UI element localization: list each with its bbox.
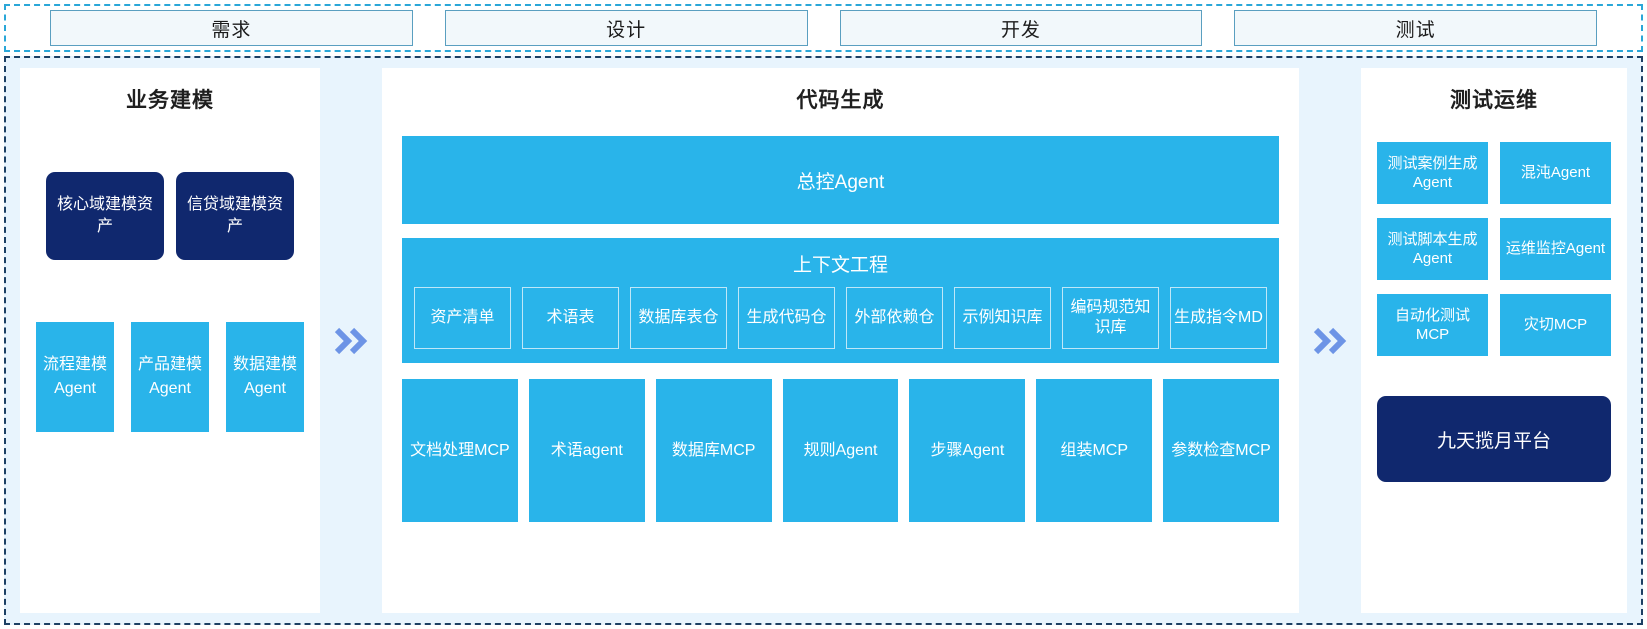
master-agent-bar[interactable]: 总控Agent <box>402 136 1279 224</box>
tool-box-document-processing-mcp[interactable]: 文档处理MCP <box>402 379 518 522</box>
panel-title-code-generation: 代码生成 <box>796 89 885 112</box>
context-engineering-section: 上下文工程 资产清单 术语表 数据库表仓 生成代码仓 外部依赖仓 示例知识库 编… <box>402 238 1279 363</box>
modeling-agent-process[interactable]: 流程建模Agent <box>36 322 114 432</box>
context-item-coding-standard-knowledge-base[interactable]: 编码规范知识库 <box>1062 287 1159 349</box>
ops-box-disaster-switch-mcp[interactable]: 灾切MCP <box>1500 294 1611 356</box>
phase-box-testing[interactable]: 测试 <box>1234 10 1597 46</box>
context-item-external-dependency-repo[interactable]: 外部依赖仓 <box>846 287 943 349</box>
context-item-example-knowledge-base[interactable]: 示例知识库 <box>954 287 1051 349</box>
context-item-generated-code-repo[interactable]: 生成代码仓 <box>738 287 835 349</box>
double-chevron-right-icon <box>334 327 368 354</box>
ops-box-chaos-agent[interactable]: 混沌Agent <box>1500 142 1611 204</box>
modeling-agent-data[interactable]: 数据建模Agent <box>226 322 304 432</box>
context-item-row: 资产清单 术语表 数据库表仓 生成代码仓 外部依赖仓 示例知识库 编码规范知识库… <box>414 287 1267 349</box>
tool-box-step-agent[interactable]: 步骤Agent <box>909 379 1026 522</box>
ops-box-test-case-generation-agent[interactable]: 测试案例生成Agent <box>1377 142 1488 204</box>
panel-business-modeling: 业务建模 核心域建模资产 信贷域建模资产 流程建模Agent 产品建模Agent… <box>20 68 320 613</box>
phase-box-design[interactable]: 设计 <box>444 10 808 46</box>
ops-box-automated-test-mcp[interactable]: 自动化测试MCP <box>1377 294 1488 356</box>
test-ops-grid: 测试案例生成Agent 混沌Agent 测试脚本生成Agent 运维监控Agen… <box>1361 142 1627 356</box>
platform-box-jiutian-lanyue[interactable]: 九天揽月平台 <box>1377 396 1611 482</box>
phase-box-requirements[interactable]: 需求 <box>50 10 413 46</box>
panel-title-test-ops: 测试运维 <box>1450 89 1538 112</box>
panel-code-generation: 代码生成 总控Agent 上下文工程 资产清单 术语表 数据库表仓 生成代码仓 … <box>382 68 1299 613</box>
tool-box-database-mcp[interactable]: 数据库MCP <box>655 379 772 522</box>
phase-strip: 需求 设计 开发 测试 <box>4 4 1643 52</box>
panel-title-business-modeling: 业务建模 <box>126 89 214 112</box>
context-engineering-title: 上下文工程 <box>792 255 888 276</box>
context-item-glossary[interactable]: 术语表 <box>522 287 619 349</box>
panel-test-ops: 测试运维 测试案例生成Agent 混沌Agent 测试脚本生成Agent 运维监… <box>1361 68 1627 613</box>
double-chevron-right-icon <box>1313 327 1347 354</box>
tool-box-glossary-agent[interactable]: 术语agent <box>528 379 645 522</box>
ops-box-test-script-generation-agent[interactable]: 测试脚本生成Agent <box>1377 218 1488 280</box>
context-item-generation-instruction-md[interactable]: 生成指令MD <box>1170 287 1267 349</box>
tool-box-parameter-check-mcp[interactable]: 参数检查MCP <box>1163 379 1280 522</box>
asset-box-row: 核心域建模资产 信贷域建模资产 <box>20 172 320 260</box>
architecture-diagram-container: 业务建模 核心域建模资产 信贷域建模资产 流程建模Agent 产品建模Agent… <box>4 56 1643 625</box>
asset-box-credit-domain[interactable]: 信贷域建模资产 <box>176 172 294 260</box>
modeling-agent-row: 流程建模Agent 产品建模Agent 数据建模Agent <box>20 322 320 432</box>
tool-box-assembly-mcp[interactable]: 组装MCP <box>1036 379 1153 522</box>
ops-box-ops-monitoring-agent[interactable]: 运维监控Agent <box>1500 218 1611 280</box>
asset-box-core-domain[interactable]: 核心域建模资产 <box>46 172 164 260</box>
modeling-agent-product[interactable]: 产品建模Agent <box>131 322 209 432</box>
context-item-asset-list[interactable]: 资产清单 <box>414 287 511 349</box>
context-item-db-table-repo[interactable]: 数据库表仓 <box>630 287 727 349</box>
flow-arrow-right <box>1299 326 1361 356</box>
tool-box-rule-agent[interactable]: 规则Agent <box>782 379 899 522</box>
phase-box-development[interactable]: 开发 <box>839 10 1203 46</box>
flow-arrow-left <box>320 326 382 356</box>
tool-box-row: 文档处理MCP 术语agent 数据库MCP 规则Agent 步骤Agent 组… <box>402 379 1280 522</box>
